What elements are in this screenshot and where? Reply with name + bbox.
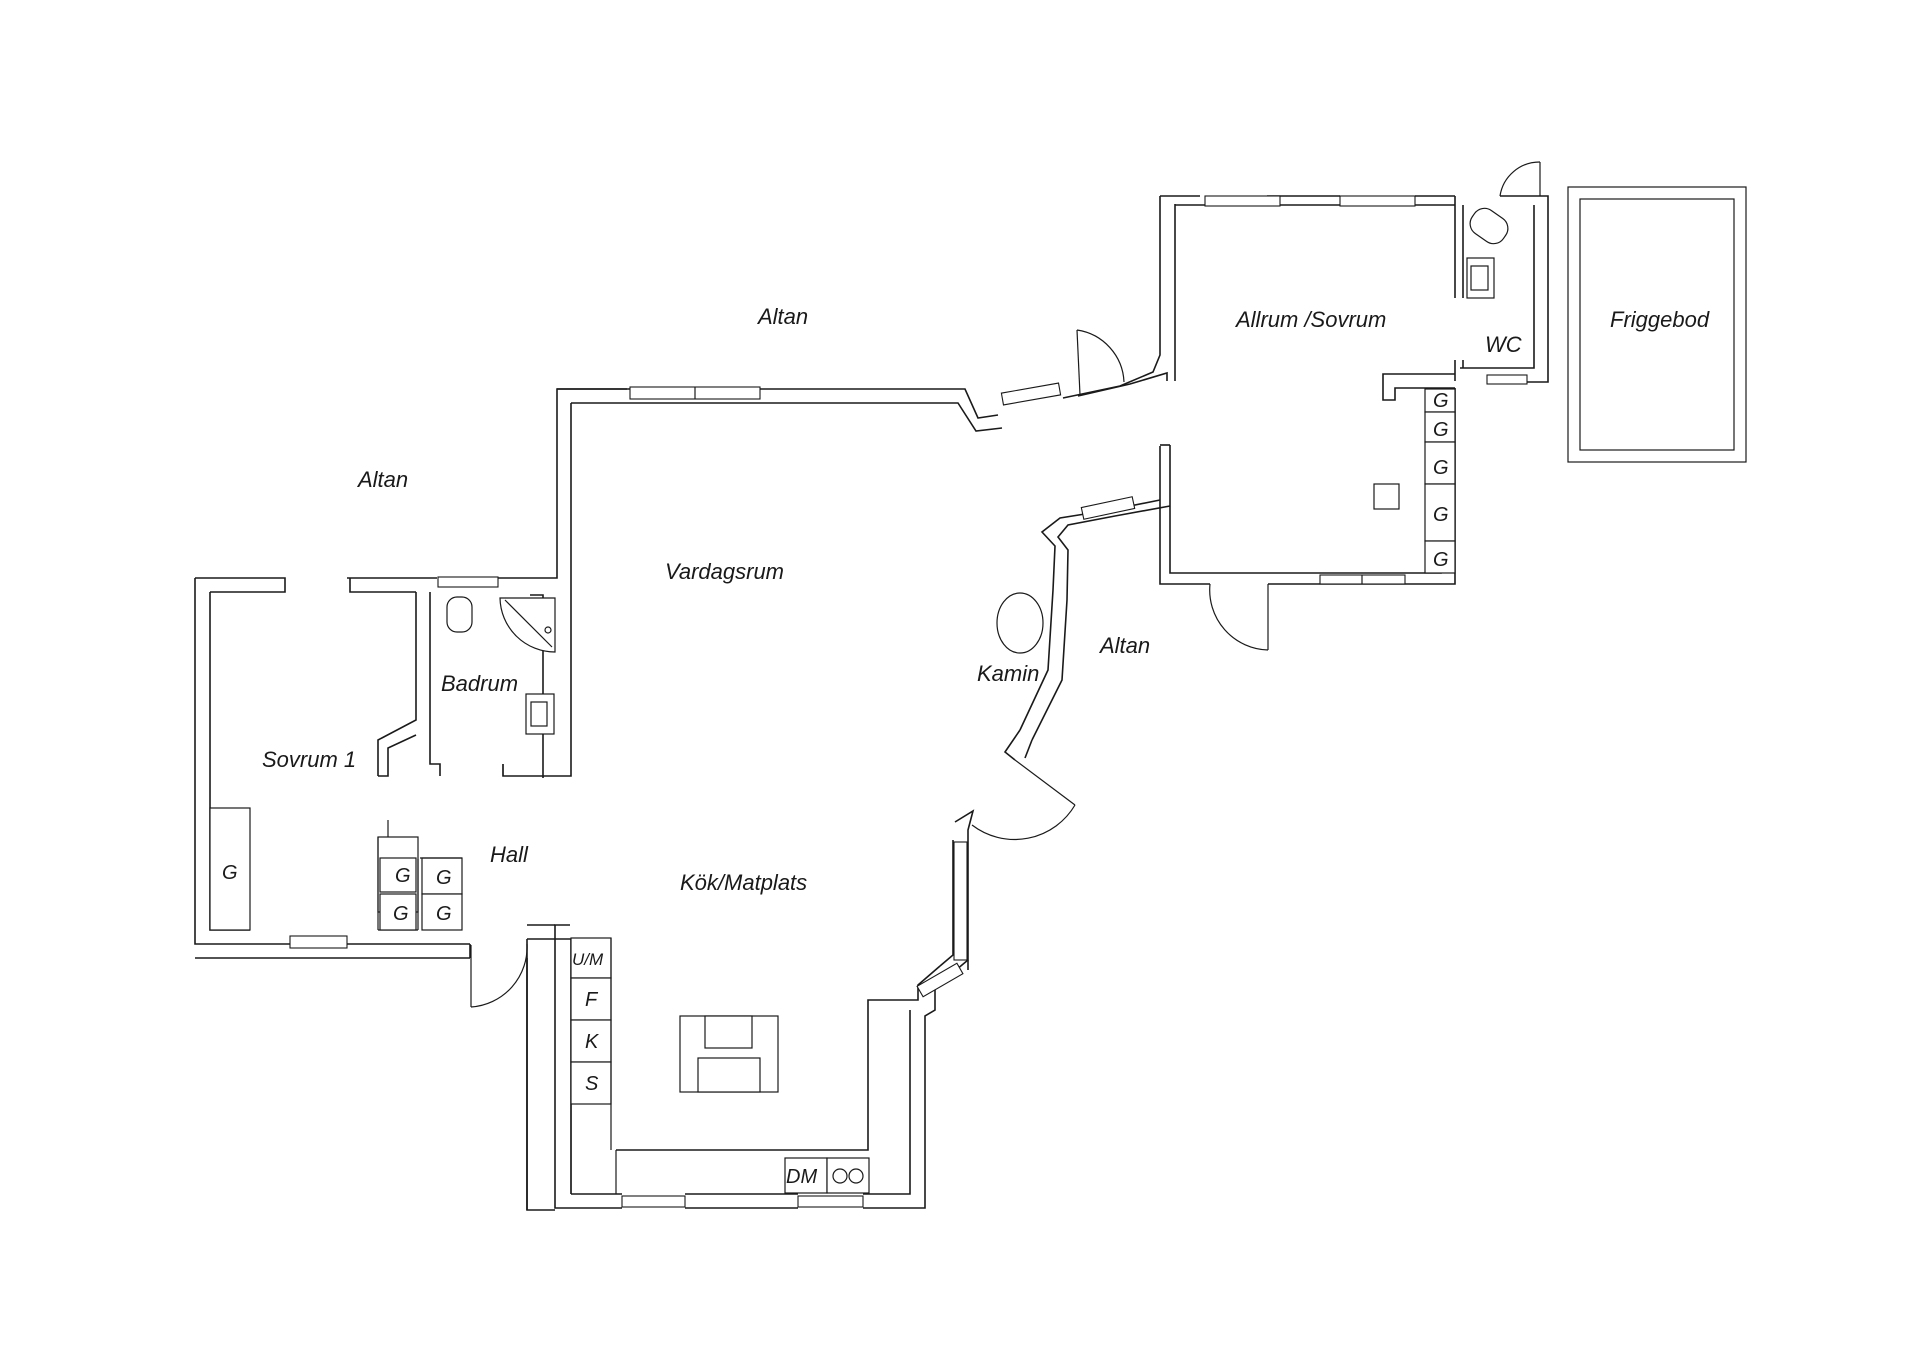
window-sovrum: [289, 935, 348, 949]
window-allrum-2: [1339, 195, 1416, 207]
room-labels: Altan Altan Altan Vardagsrum Kök/Matplat…: [262, 304, 1710, 895]
doors: [470, 161, 1541, 1008]
label-wardrobe-hall-2: G: [393, 903, 409, 925]
column-icon: [1373, 483, 1400, 510]
label-hall: Hall: [490, 842, 529, 867]
kamin-icon: [996, 592, 1044, 654]
label-wardrobe-allrum-2: G: [1433, 419, 1449, 441]
kitchen-sink-icon: [826, 1157, 870, 1194]
label-fridge: F: [585, 989, 599, 1011]
label-wc: WC: [1485, 332, 1522, 357]
door-altan-top: [1076, 329, 1081, 396]
label-wardrobe-allrum-3: G: [1433, 457, 1449, 479]
shower-icon: [499, 597, 556, 653]
window-kitchen-side: [953, 841, 968, 961]
window-living-angled: [1000, 382, 1062, 406]
window-allrum-1: [1204, 195, 1281, 207]
label-kok-matplats: Kök/Matplats: [680, 870, 807, 895]
label-wardrobe-hall-3: G: [436, 867, 452, 889]
label-altan-left: Altan: [356, 467, 408, 492]
fixture-labels: G G G G G G G G G G U/M F K S DM: [222, 390, 1449, 1188]
label-cooler: K: [585, 1031, 600, 1053]
label-wardrobe-allrum-4: G: [1433, 504, 1449, 526]
label-altan-top: Altan: [756, 304, 808, 329]
window-badrum: [437, 576, 499, 588]
window-kitchen-bottom-1: [621, 1195, 686, 1208]
main-house-walls: [194, 195, 1549, 1211]
label-fridge-um: U/M: [572, 950, 604, 969]
label-wardrobe-sovrum: G: [222, 862, 238, 884]
label-wardrobe-allrum-1: G: [1433, 390, 1449, 412]
label-wardrobe-hall-4: G: [436, 903, 452, 925]
badrum-fixtures: [446, 596, 556, 735]
label-dishwasher: DM: [786, 1166, 817, 1188]
label-kamin: Kamin: [977, 661, 1039, 686]
label-sovrum1: Sovrum 1: [262, 747, 356, 772]
label-stove: S: [585, 1073, 599, 1095]
window-kamin-side: [1080, 496, 1136, 520]
label-wardrobe-allrum-5: G: [1433, 549, 1449, 571]
kitchen-counter: [570, 937, 870, 1194]
toilet-icon: [446, 596, 473, 633]
window-kitchen-angled: [916, 962, 964, 998]
label-badrum: Badrum: [441, 671, 518, 696]
label-vardagsrum: Vardagsrum: [665, 559, 784, 584]
wc-fixtures: [1466, 207, 1509, 299]
wardrobes: [209, 388, 1456, 931]
friggebod: [1567, 186, 1747, 463]
kitchen-island: [679, 1015, 779, 1093]
door-altan-right: [1014, 759, 1076, 806]
label-altan-right: Altan: [1098, 633, 1150, 658]
label-wardrobe-hall-1: G: [395, 865, 411, 887]
label-allrum-sovrum: Allrum /Sovrum: [1234, 307, 1386, 332]
window-kitchen-bottom-2: [797, 1195, 864, 1208]
window-wc: [1486, 374, 1528, 385]
windows: [289, 195, 1528, 1208]
label-friggebod: Friggebod: [1610, 307, 1710, 332]
wc-toilet-icon: [1469, 207, 1509, 245]
